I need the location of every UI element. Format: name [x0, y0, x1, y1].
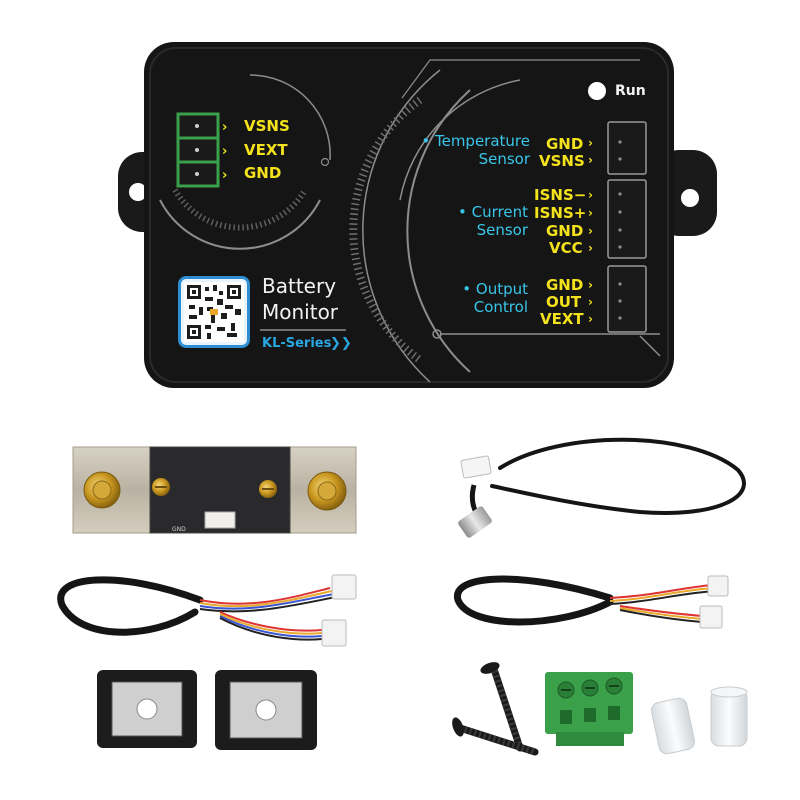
input-terminal-block: › › › — [176, 112, 227, 188]
output-control-subtitle: Control — [473, 298, 528, 316]
left-pin-vext: VEXT — [244, 141, 288, 159]
current-pin-gnd: GND — [546, 222, 584, 240]
svg-text:›: › — [588, 224, 593, 238]
current-pin-isns-minus: ISNS− — [534, 186, 587, 204]
output-control-cable — [453, 575, 729, 629]
port-pins — [618, 140, 622, 320]
brand-line-2: Monitor — [262, 300, 339, 324]
run-label: Run — [615, 83, 646, 99]
svg-text:›: › — [222, 144, 227, 159]
svg-text:›: › — [222, 120, 227, 135]
output-pin-gnd: GND — [546, 276, 584, 294]
screws — [452, 662, 539, 756]
current-sensor-cable — [57, 574, 357, 647]
left-pin-vsns: VSNS — [244, 117, 290, 135]
svg-text:›: › — [588, 188, 593, 202]
port-arrows: › › › › › › › › › — [588, 136, 593, 326]
series-label: KL-Series — [262, 336, 332, 351]
left-mount-hole — [129, 183, 147, 201]
battery-monitor-device: › › › ›› ›››› ››› — [118, 42, 717, 388]
output-port — [607, 265, 647, 333]
decorative-dial-left — [159, 74, 331, 250]
left-pin-gnd: GND — [244, 164, 282, 182]
qr-code-icon — [178, 276, 250, 348]
current-sensor-title: • Current — [458, 203, 528, 221]
svg-text:›: › — [588, 206, 593, 220]
run-led — [588, 82, 606, 100]
output-control-title: • Output — [462, 280, 528, 298]
svg-text:›: › — [588, 312, 593, 326]
green-terminal-block — [545, 672, 633, 746]
device-body-edge — [149, 47, 669, 383]
temperature-sensor-subtitle: Sensor — [478, 150, 530, 168]
svg-text:›: › — [588, 153, 593, 167]
plastic-spacers — [650, 686, 748, 755]
svg-text:›: › — [588, 136, 593, 150]
current-pin-isns-plus: ISNS+ — [534, 204, 587, 222]
output-pin-out: OUT — [546, 293, 582, 311]
svg-text:›: › — [222, 168, 227, 183]
svg-text:›: › — [588, 278, 593, 292]
right-mount-hole — [681, 189, 699, 207]
series-arrows-icon: ❯❯ — [330, 336, 352, 351]
mounting-bracket-left — [97, 670, 197, 748]
shunt-resistor: GND — [72, 446, 357, 534]
temperature-sensor-probe — [458, 437, 746, 538]
temperature-port — [607, 121, 647, 175]
temperature-sensor-title: • Temperature — [421, 132, 530, 150]
temperature-pin-vsns: VSNS — [539, 152, 585, 170]
current-port — [607, 179, 647, 259]
decorative-dial-right — [349, 59, 661, 383]
current-pin-vcc: VCC — [549, 239, 583, 257]
connector-ports — [607, 121, 647, 333]
temperature-pin-gnd: GND — [546, 135, 584, 153]
svg-text:›: › — [588, 295, 593, 309]
svg-text:›: › — [588, 241, 593, 255]
current-sensor-subtitle: Sensor — [476, 221, 528, 239]
brand-line-1: Battery — [262, 274, 337, 298]
mounting-bracket-right — [215, 670, 317, 750]
svg-text:GND: GND — [172, 526, 186, 533]
output-pin-vext: VEXT — [540, 310, 584, 328]
